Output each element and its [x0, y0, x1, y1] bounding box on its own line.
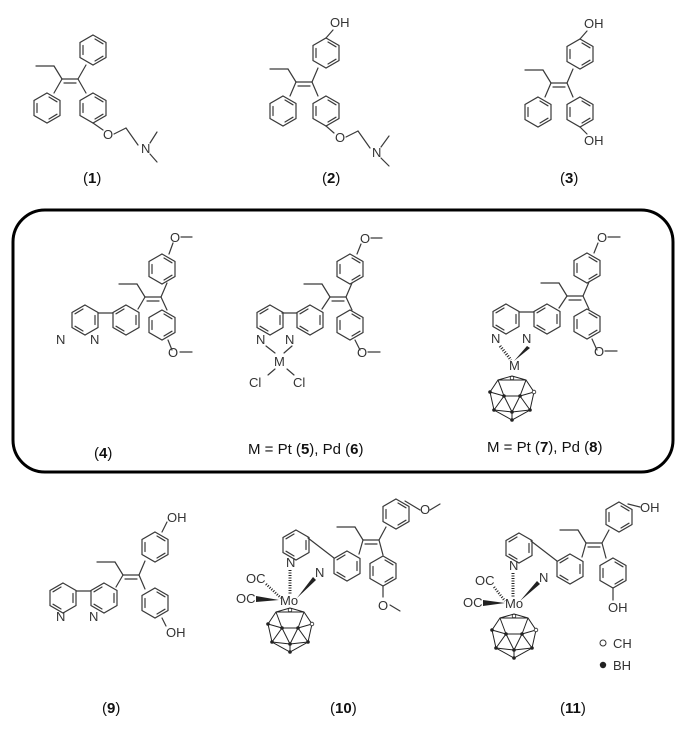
methoxy-oxygen: O [378, 598, 388, 613]
compound-label: (10) [330, 700, 357, 717]
methoxy-oxygen: O [594, 344, 604, 359]
compound-caption: M = Pt (7), Pd (8) [487, 439, 602, 456]
pyridine-nitrogen: N [491, 331, 500, 346]
compound-4: O O N N (4) [56, 230, 193, 462]
compound-label: (3) [560, 170, 578, 187]
metal-center: Mo [280, 593, 298, 608]
compound-label: (9) [102, 700, 120, 717]
pyridine-nitrogen: N [539, 570, 548, 585]
filled-circle-icon [599, 661, 607, 669]
compound-caption: M = Pt (5), Pd (6) [248, 441, 363, 458]
carbonyl-ligand: OC [463, 595, 483, 610]
pyridine-nitrogen: N [56, 332, 65, 347]
compound-label: (2) [322, 170, 340, 187]
methoxy-oxygen: O [360, 231, 370, 246]
pyridine-nitrogen: N [509, 558, 518, 573]
open-circle-icon [599, 639, 607, 647]
carbonyl-ligand: OC [475, 573, 495, 588]
pyridine-nitrogen: N [89, 609, 98, 624]
compound-9: OH OH N N (9) [49, 510, 187, 717]
metal-center: M [274, 354, 285, 369]
methoxy-oxygen: O [420, 502, 430, 517]
cage-legend: CH BH [599, 636, 632, 673]
pyridine-nitrogen: N [285, 332, 294, 347]
pyridine-nitrogen: N [522, 331, 531, 346]
compound-5-6: O O N N M Cl Cl M = Pt (5), Pd (6) [248, 231, 383, 458]
compound-10: O O N N OC OC Mo (10) [236, 498, 441, 717]
carbonyl-ligand: OC [246, 571, 266, 586]
hydroxyl-group: OH [640, 500, 660, 515]
pyridine-nitrogen: N [256, 332, 265, 347]
highlight-frame [11, 208, 675, 474]
chloride-ligand: Cl [249, 375, 261, 390]
chloride-ligand: Cl [293, 375, 305, 390]
methoxy-oxygen: O [170, 230, 180, 245]
methoxy-oxygen: O [597, 230, 607, 245]
pyridine-nitrogen: N [286, 555, 295, 570]
methoxy-oxygen: O [357, 345, 367, 360]
hydroxyl-group: OH [167, 510, 187, 525]
metal-center: M [509, 358, 520, 373]
carborane-cage [487, 375, 537, 423]
compound-3: OH OH (3) [524, 16, 604, 187]
compound-label: (4) [94, 445, 112, 462]
compound-11: OH OH N N OC OC Mo CH BH (11) [463, 500, 660, 717]
hydroxyl-group: OH [608, 600, 628, 615]
compound-label: (1) [83, 170, 101, 187]
pyridine-nitrogen: N [315, 565, 324, 580]
nitrogen-atom: N [141, 141, 150, 156]
compound-7-8: O O N N M M = Pt (7), Pd (8) [487, 230, 621, 456]
hydroxyl-group: OH [166, 625, 186, 640]
hydroxyl-group: OH [584, 16, 604, 31]
compound-2: OH O N (2) [269, 15, 390, 187]
carborane-cage [489, 613, 539, 661]
compound-label: (11) [560, 700, 586, 717]
legend-bh: BH [613, 658, 631, 673]
oxygen-atom: O [103, 127, 113, 142]
legend-ch: CH [613, 636, 632, 651]
methoxy-oxygen: O [168, 345, 178, 360]
carborane-cage [265, 607, 315, 655]
pyridine-nitrogen: N [56, 609, 65, 624]
oxygen-atom: O [335, 130, 345, 145]
pyridine-nitrogen: N [90, 332, 99, 347]
hydroxyl-group: OH [584, 133, 604, 148]
nitrogen-atom: N [372, 145, 381, 160]
carbonyl-ligand: OC [236, 591, 256, 606]
hydroxyl-group: OH [330, 15, 350, 30]
compound-1: O N (1) [33, 34, 158, 187]
metal-center: Mo [505, 596, 523, 611]
